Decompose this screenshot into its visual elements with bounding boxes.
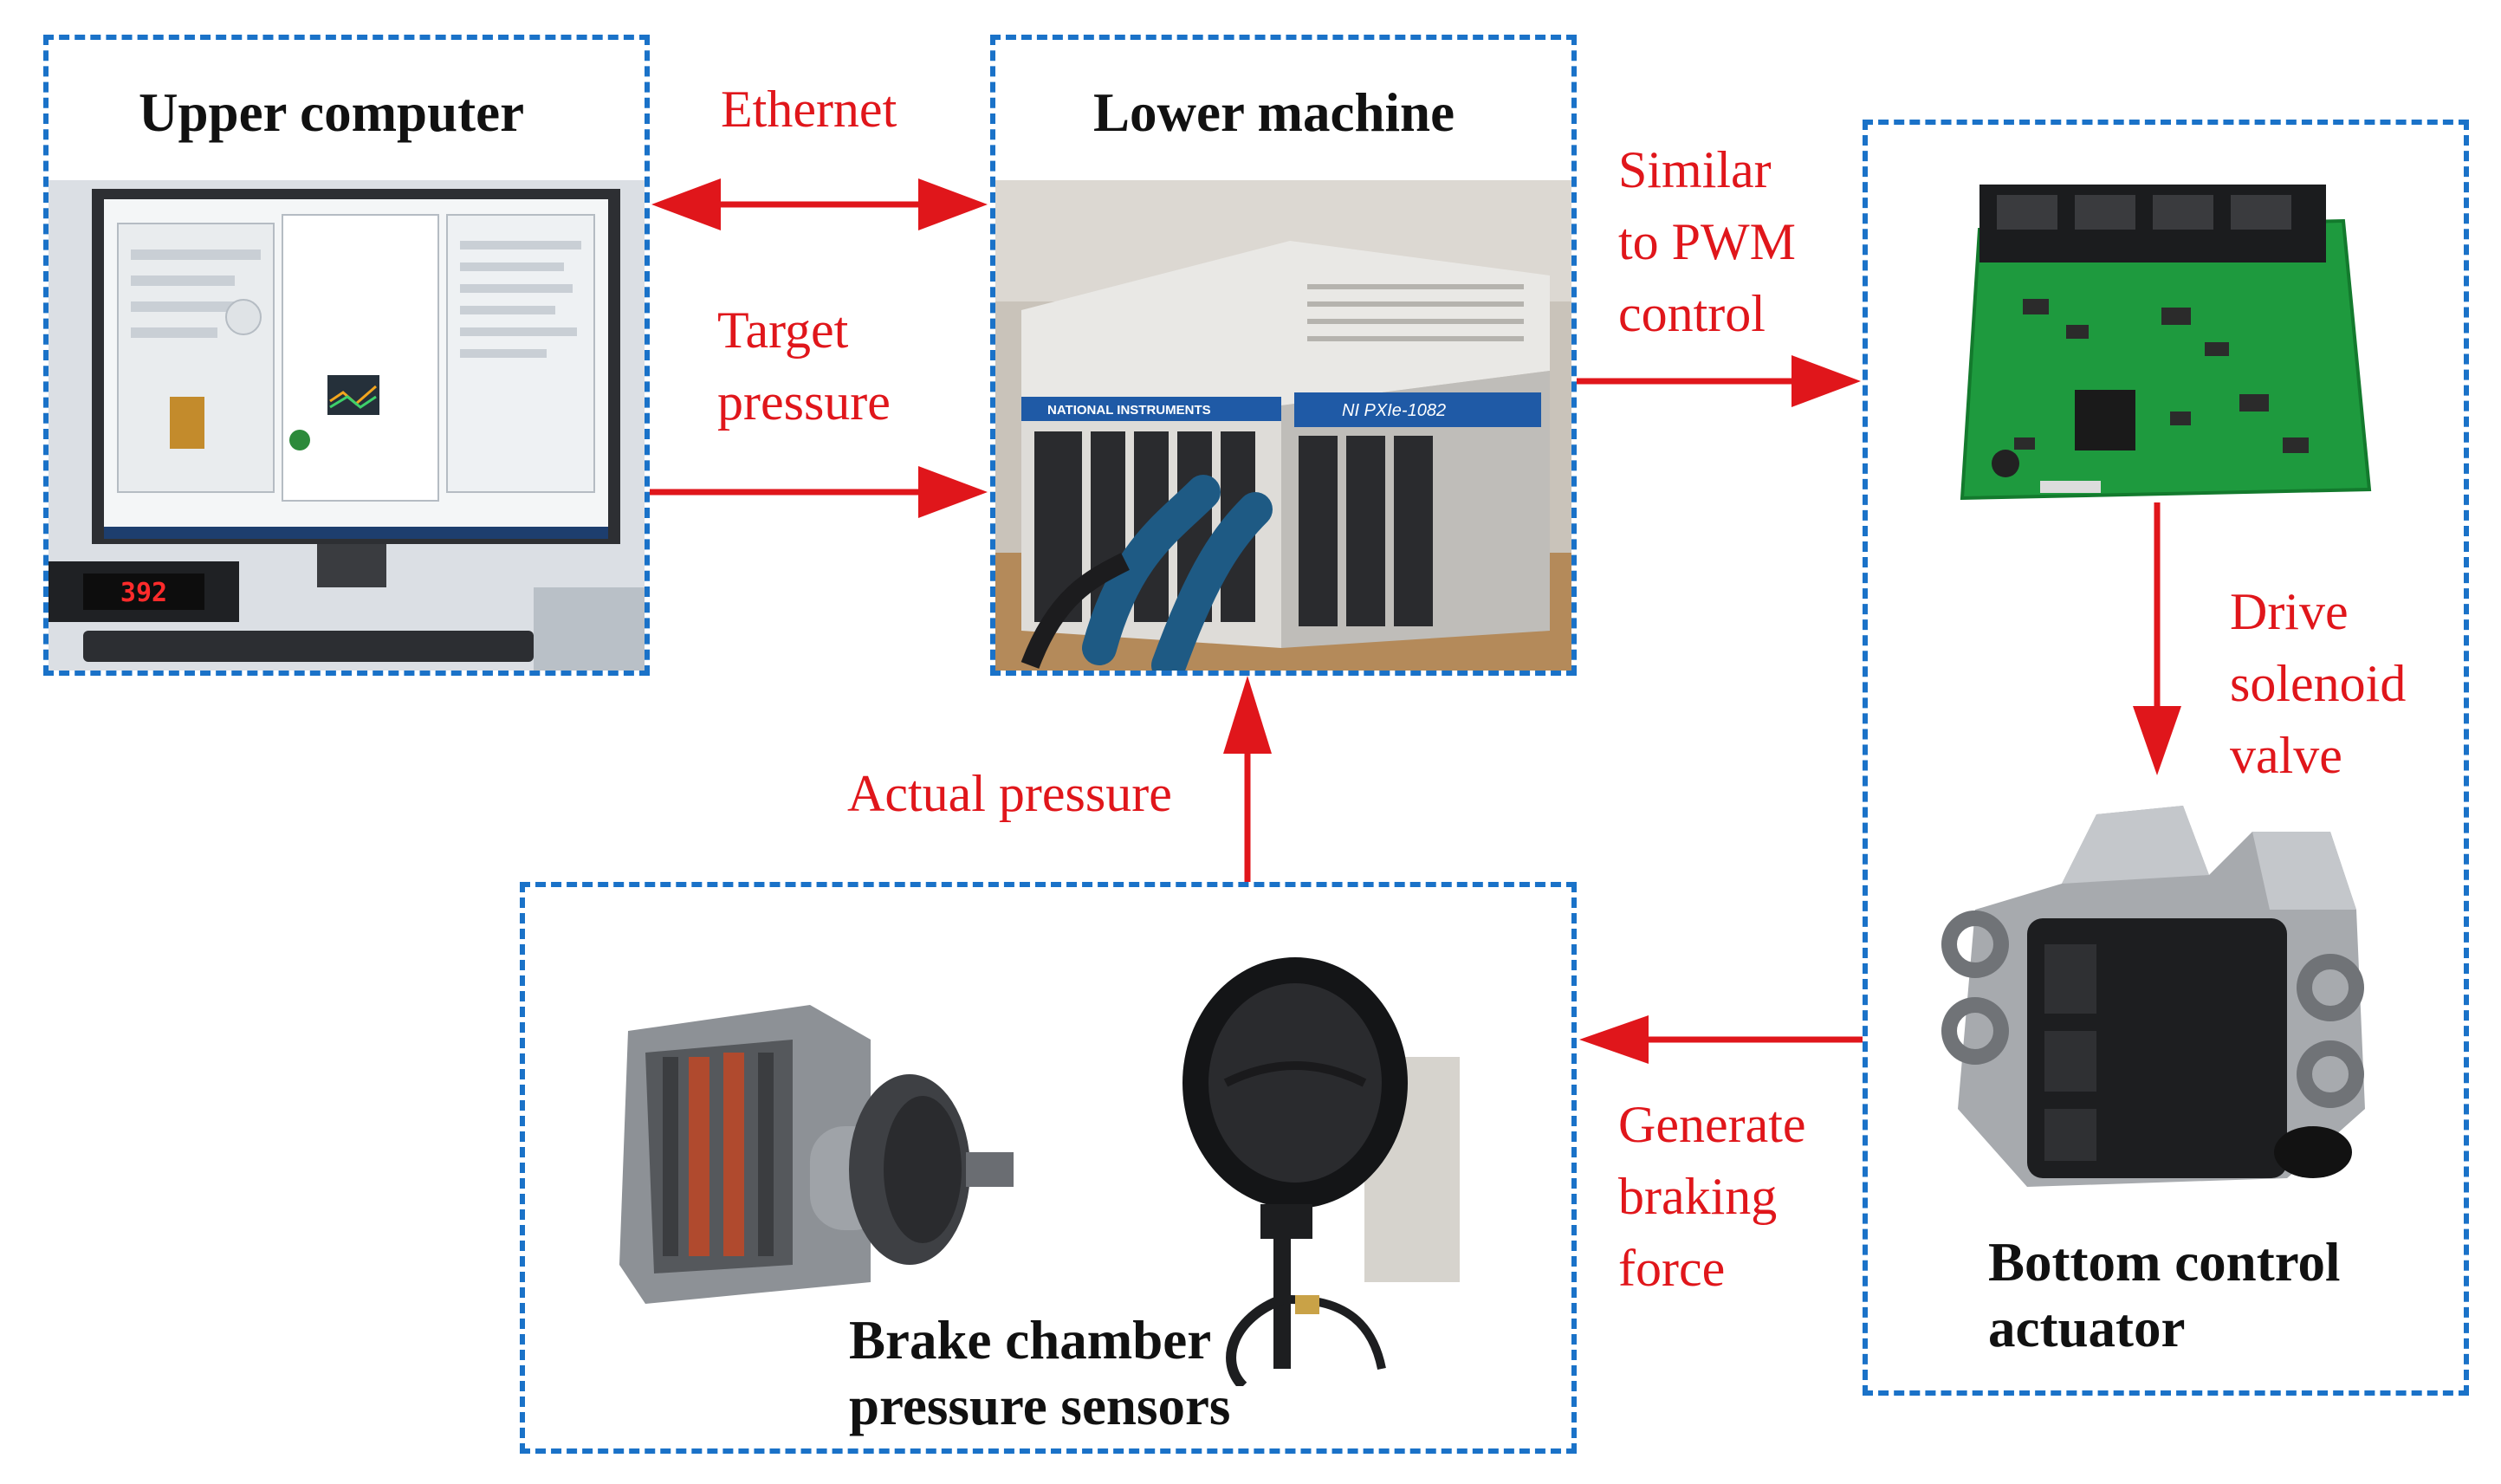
solenoid-arrowhead <box>2133 706 2181 775</box>
brake-chamber-title: Brake chamber pressure sensors <box>849 1310 1231 1436</box>
pwm-control-label: Similar to PWM control <box>1618 141 1797 342</box>
actual-pressure-label: Actual pressure <box>847 765 1172 822</box>
lower-machine-title: Lower machine <box>1093 82 1455 143</box>
bottom-actuator-title: Bottom control actuator <box>1988 1232 2341 1358</box>
monitor-readout: 392 <box>120 578 167 608</box>
drive-solenoid-label: Drive solenoid valve <box>2230 583 2407 784</box>
lower-machine-frame <box>990 35 1577 676</box>
ni-model-label: NI PXIe-1082 <box>1342 401 1446 420</box>
target-pressure-label: Target pressure <box>717 301 891 431</box>
braking-force-label: Generate braking force <box>1618 1096 1806 1297</box>
controller-board-image <box>1945 178 2378 541</box>
ethernet-label: Ethernet <box>721 81 897 138</box>
valve-actuator-image <box>1923 780 2391 1204</box>
upper-computer-frame <box>43 35 650 676</box>
ethernet-arrowhead-left <box>651 178 721 230</box>
brake-chamber-image <box>1165 953 1464 1386</box>
actual-pressure-arrowhead <box>1223 676 1272 754</box>
ni-brand-label: NATIONAL INSTRUMENTS <box>1047 403 1211 418</box>
upper-computer-photo: 392 <box>49 180 645 671</box>
target-pressure-arrowhead <box>918 466 988 518</box>
brake-chamber-frame <box>520 882 1577 1454</box>
braking-arrowhead <box>1579 1015 1649 1064</box>
bottom-actuator-frame <box>1863 120 2469 1396</box>
brake-caliper-image <box>611 1005 1027 1304</box>
lower-machine-photo: NATIONAL INSTRUMENTS NI PXIe-1082 <box>995 180 1571 671</box>
upper-computer-title: Upper computer <box>139 82 525 143</box>
ethernet-arrowhead-right <box>918 178 988 230</box>
pwm-arrowhead <box>1792 355 1861 407</box>
